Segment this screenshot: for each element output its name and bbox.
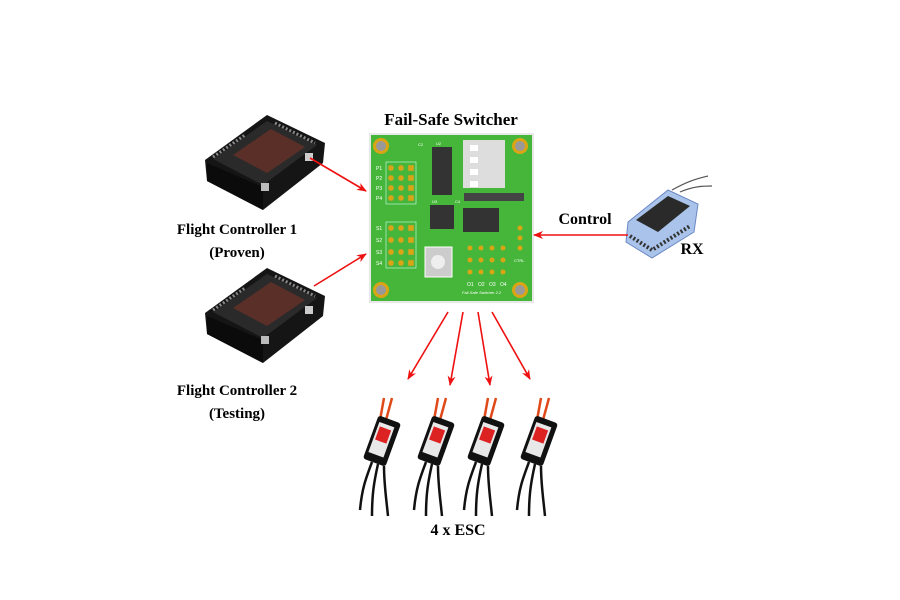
esc-2-image <box>412 396 457 518</box>
arrow-switcher-to-esc-1 <box>407 311 449 380</box>
fc2-note: (Testing) <box>208 406 266 422</box>
switcher-title: Fail-Safe Switcher <box>384 110 518 129</box>
chip-label: C2 <box>418 142 424 147</box>
arrow-fc2-to-switcher <box>313 253 367 287</box>
ctrl-label: CTRL <box>514 258 525 263</box>
arrow-switcher-to-esc-2 <box>447 311 464 386</box>
output-label: O4 <box>500 282 507 288</box>
esc-label: 4 x ESC <box>430 522 486 539</box>
chip-label: U2 <box>436 141 442 146</box>
chip-label: U3 <box>432 199 438 204</box>
pin-label: P2 <box>376 176 382 182</box>
flight-controller-1-image <box>203 113 327 212</box>
esc-1-image <box>358 396 403 518</box>
rx-receiver-image <box>625 175 713 259</box>
pin-label: S1 <box>376 226 382 232</box>
fail-safe-switcher-board: P1 P2 P3 P4 S1 S2 S3 S4 O1 O2 O3 O4 CTRL… <box>369 133 534 303</box>
output-label: O3 <box>489 282 496 288</box>
fc2-label: Flight Controller 2 <box>176 383 298 399</box>
pin-label: S3 <box>376 250 382 256</box>
esc-3-image <box>462 396 507 518</box>
flight-controller-2-image <box>203 266 327 365</box>
output-label: O2 <box>478 282 485 288</box>
pin-label: P4 <box>376 196 382 202</box>
chip-label: C4 <box>455 199 461 204</box>
pin-label: S2 <box>376 238 382 244</box>
output-label: O1 <box>467 282 474 288</box>
esc-4-image <box>515 396 560 518</box>
fc1-label: Flight Controller 1 <box>176 222 298 238</box>
arrow-fc1-to-switcher <box>309 157 367 192</box>
pin-label: P1 <box>376 166 382 172</box>
arrow-switcher-to-esc-3 <box>477 311 493 386</box>
arrow-switcher-to-esc-4 <box>491 311 531 380</box>
rx-label: RX <box>680 241 704 258</box>
control-label: Control <box>558 211 612 228</box>
board-name: Fail-Safe Switcher 2.2 <box>462 290 502 295</box>
pin-label: P3 <box>376 186 382 192</box>
pin-label: S4 <box>376 261 382 267</box>
fc1-note: (Proven) <box>209 245 265 261</box>
